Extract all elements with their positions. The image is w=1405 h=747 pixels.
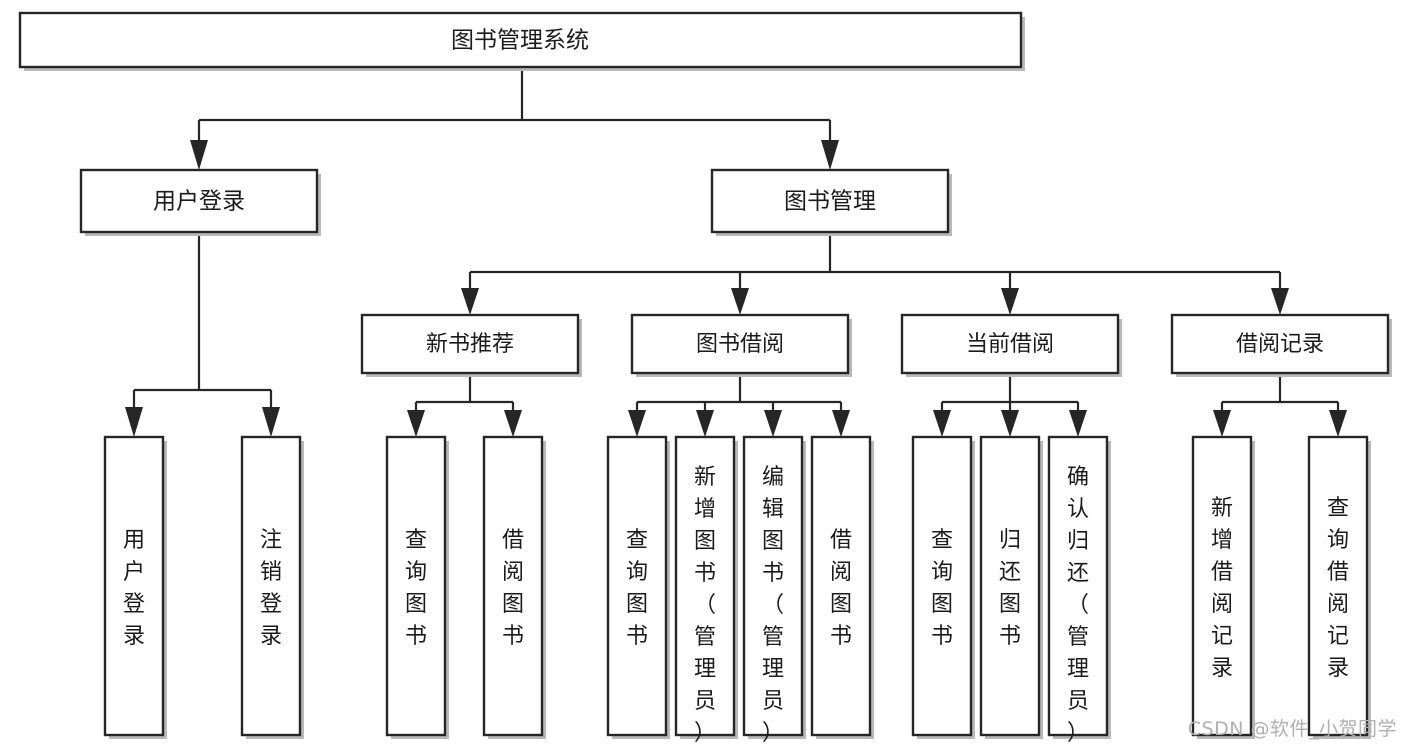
node-root-label: 图书管理系统 (451, 28, 589, 54)
leaf-label: 查询图书 (931, 528, 953, 649)
leaf-user-login-2[interactable]: 注销登录 (240, 435, 304, 739)
leaf-label: 注销登录 (260, 528, 282, 649)
arrow-bookborrow-leaf-3 (764, 410, 782, 437)
node-book-borrow-label: 图书借阅 (696, 332, 784, 357)
arrow-currentborrow-leaf-1 (933, 410, 951, 437)
arrow-to-user-login (190, 140, 208, 170)
leaf-box (674, 435, 736, 737)
arrow-to-borrow-record (1271, 288, 1289, 315)
leaf-box (240, 435, 302, 737)
leaf-box (482, 435, 544, 737)
connector-layer (125, 67, 1347, 437)
node-book-management-box (710, 168, 950, 234)
node-borrow-record[interactable]: 借阅记录 (1170, 313, 1392, 377)
node-user-login-box (79, 168, 319, 234)
leaf-label: 借阅图书 (502, 528, 524, 649)
leaf-box (606, 435, 668, 737)
arrow-to-current-borrow (1001, 288, 1019, 315)
leaf-box (911, 435, 973, 737)
leaf-book-borrow-4[interactable]: 借阅图书 (810, 435, 874, 739)
node-root-box (18, 11, 1023, 69)
node-user-login[interactable]: 用户登录 (79, 168, 321, 236)
node-new-book-recommend-label: 新书推荐 (426, 332, 514, 357)
leaf-current-borrow-1[interactable]: 查询图书 (911, 435, 975, 739)
leaf-label: 查询借阅记录 (1327, 496, 1349, 681)
arrow-borrowrecord-leaf-1 (1213, 410, 1231, 437)
node-borrow-record-box (1170, 313, 1390, 375)
leaf-current-borrow-3[interactable]: 确认归还（管理员） (1047, 435, 1111, 746)
leaf-label: 查询图书 (626, 528, 648, 649)
leaf-box (742, 435, 804, 737)
arrow-currentborrow-leaf-2 (1001, 410, 1019, 437)
leaf-box (1307, 435, 1369, 737)
leaf-new-book-recommend-1[interactable]: 查询图书 (385, 435, 449, 739)
arrow-to-leaf-user-login (125, 407, 143, 437)
leaf-book-borrow-3[interactable]: 编辑图书（管理员） (742, 435, 806, 746)
node-root[interactable]: 图书管理系统 (18, 11, 1025, 71)
node-book-management[interactable]: 图书管理 (710, 168, 952, 236)
arrow-borrowrecord-leaf-2 (1329, 410, 1347, 437)
leaf-label: 归还图书 (999, 528, 1021, 649)
arrow-to-book-mgmt (821, 140, 839, 170)
node-book-management-label: 图书管理 (784, 189, 876, 215)
leaf-label: 新增借阅记录 (1211, 496, 1233, 681)
leaf-label: 新增图书（管理员） (694, 465, 716, 746)
leaf-box (810, 435, 872, 737)
node-current-borrow-label: 当前借阅 (966, 332, 1054, 357)
leaf-box (1191, 435, 1253, 737)
arrow-to-new-book-recommend (461, 288, 479, 315)
node-borrow-record-label: 借阅记录 (1236, 332, 1324, 357)
leaf-label: 用户登录 (123, 528, 145, 649)
arrow-newbook-leaf-2 (504, 410, 522, 437)
arrow-to-leaf-logout (262, 407, 280, 437)
leaf-box (103, 435, 165, 737)
leaf-box (385, 435, 447, 737)
leaf-label: 编辑图书（管理员） (762, 465, 784, 746)
leaf-box (979, 435, 1041, 737)
arrow-to-book-borrow (731, 288, 749, 315)
node-current-borrow-box (900, 313, 1120, 375)
node-current-borrow[interactable]: 当前借阅 (900, 313, 1122, 377)
node-book-borrow[interactable]: 图书借阅 (630, 313, 852, 377)
leaf-borrow-record-1[interactable]: 新增借阅记录 (1191, 435, 1255, 739)
leaf-borrow-record-2[interactable]: 查询借阅记录 (1307, 435, 1371, 739)
watermark-text: CSDN @软件_小贺同学 (1187, 718, 1397, 740)
leaf-new-book-recommend-2[interactable]: 借阅图书 (482, 435, 546, 739)
node-book-borrow-box (630, 313, 850, 375)
leaf-book-borrow-2[interactable]: 新增图书（管理员） (674, 435, 738, 746)
leaf-book-borrow-1[interactable]: 查询图书 (606, 435, 670, 739)
leaf-current-borrow-2[interactable]: 归还图书 (979, 435, 1043, 739)
arrow-currentborrow-leaf-3 (1069, 410, 1087, 437)
node-user-login-label: 用户登录 (153, 189, 245, 215)
leaf-box (1047, 435, 1109, 737)
leaf-label: 借阅图书 (830, 528, 852, 649)
node-new-book-recommend-box (360, 313, 580, 375)
leaf-label: 确认归还（管理员） (1067, 465, 1089, 746)
leaf-layer: 用户登录 注销登录 查询图书 借阅图书 查询图书 新增图书（管理员） 编辑图书（管理员） 借阅… (103, 435, 1371, 746)
node-new-book-recommend[interactable]: 新书推荐 (360, 313, 582, 377)
arrow-newbook-leaf-1 (407, 410, 425, 437)
arrow-bookborrow-leaf-2 (696, 410, 714, 437)
arrow-bookborrow-leaf-4 (832, 410, 850, 437)
leaf-user-login-1[interactable]: 用户登录 (103, 435, 167, 739)
leaf-label: 查询图书 (405, 528, 427, 649)
arrow-bookborrow-leaf-1 (628, 410, 646, 437)
